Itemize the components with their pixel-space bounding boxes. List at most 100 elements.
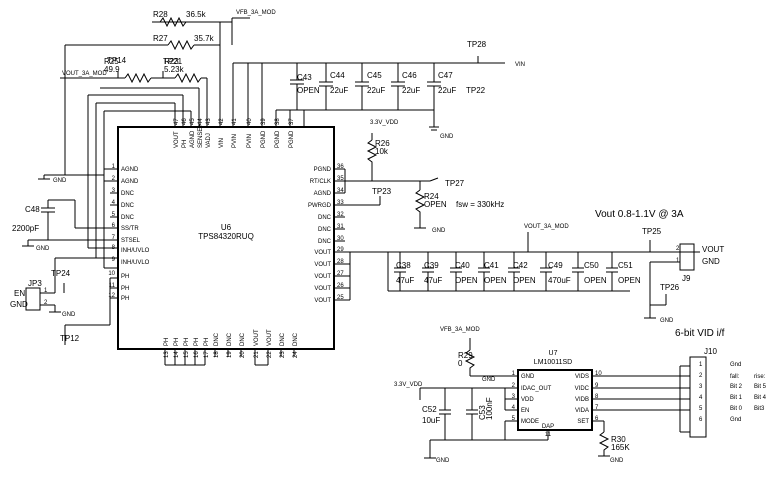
u6-pin-name: PH — [121, 274, 129, 280]
j10-row-right: Bit 5 — [754, 384, 767, 390]
j10-row-right: Bit3 — [754, 406, 765, 412]
resistor-ref: R26 — [375, 139, 390, 148]
capacitor-ref: C48 — [25, 205, 40, 214]
u6-pin-num: 46 — [182, 118, 188, 125]
capacitor-value: 47uF — [396, 276, 414, 285]
capacitor-value: 2200pF — [12, 224, 39, 233]
u6-pin-name: VADJ — [206, 133, 212, 148]
u7-pin-name: IDAC_OUT — [521, 386, 552, 392]
capacitor-ref: C52 — [422, 405, 437, 414]
capacitor-ref: C47 — [438, 71, 453, 80]
vout-title: Vout 0.8-1.1V @ 3A — [595, 209, 684, 220]
u6-pin-name: DNC — [227, 332, 233, 346]
u7-pin-name: SET — [577, 419, 589, 425]
u6-pin-num: 41 — [232, 118, 238, 125]
capacitor-value: 22uF — [438, 86, 456, 95]
j9-body — [679, 243, 695, 271]
j10-pin-num: 6 — [699, 417, 703, 423]
u6-pin-name: PH — [204, 338, 210, 346]
j9-pin-label: GND — [702, 257, 720, 266]
capacitor-ref: C49 — [548, 261, 563, 270]
u6-pin-name: VOUT — [314, 298, 331, 304]
u6-pin-num: 4 — [112, 200, 116, 206]
u7-pin-name: GND — [521, 374, 535, 380]
j10-row-right: Bit 4 — [754, 395, 767, 401]
gnd-label: GND — [482, 377, 496, 383]
capacitor-ref: C45 — [367, 71, 382, 80]
capacitor-value: OPEN — [455, 276, 478, 285]
u6-body — [117, 126, 335, 350]
capacitor-ref: C41 — [484, 261, 499, 270]
j10-pin-num: 3 — [699, 384, 703, 390]
capacitor-value: 100nF — [485, 397, 494, 420]
capacitor-value: OPEN — [618, 276, 641, 285]
u6-pin-num: 15 — [184, 351, 190, 358]
u6-pin-name: DNC — [318, 239, 332, 245]
j9-pin-num: 2 — [676, 246, 680, 252]
u6-pin-num: 32 — [337, 212, 344, 218]
u6-pin-name: STSEL — [121, 238, 141, 244]
u7-part: LM10011SD — [534, 359, 572, 366]
u6-pin-num: 39 — [261, 118, 267, 125]
u6-pin-num: 12 — [108, 293, 115, 299]
resistor-value: 5.23k — [164, 65, 185, 74]
u6-pin-num: 43 — [206, 118, 212, 125]
u6-pin-num: 27 — [337, 271, 344, 277]
u6-pin-num: 6 — [112, 223, 116, 229]
jp3-pin-num: 2 — [44, 300, 48, 306]
j10-pin-num: 1 — [699, 362, 703, 368]
capacitor-ref: C42 — [513, 261, 528, 270]
capacitor-ref: C51 — [618, 261, 633, 270]
u6-pin-num: 44 — [198, 118, 204, 125]
j10-row-left: Bit 1 — [730, 395, 743, 401]
u6-pin-name: PH — [174, 338, 180, 346]
testpoint-ref: TP23 — [372, 187, 392, 196]
u6-pin-num: 45 — [190, 118, 196, 125]
resistor-ref: R30 — [611, 435, 626, 444]
u6-pin-name: PGND — [261, 130, 267, 148]
capacitor-ref: C50 — [584, 261, 599, 270]
jp3-pin-label: GND — [10, 300, 28, 309]
u7-body — [517, 369, 593, 431]
capacitor-value: 22uF — [402, 86, 420, 95]
gnd-label: GND — [610, 458, 624, 464]
testpoint-ref: TP21 — [163, 57, 183, 66]
j10-pin-num: 4 — [699, 395, 703, 401]
u6-pin-num: 30 — [337, 236, 344, 242]
u7-pin-name: VIDA — [575, 408, 589, 414]
u6-pin-num: 7 — [112, 235, 116, 241]
u6-pin-name: VIN — [219, 138, 225, 148]
u6-pin-name: PH — [164, 338, 170, 346]
capacitor-ref: C53 — [478, 405, 487, 420]
j9-ref: J9 — [682, 274, 691, 283]
j10-body — [689, 356, 707, 438]
capacitor-value: 10uF — [422, 416, 440, 425]
u6-pin-name: DNC — [214, 332, 220, 346]
j10-row-left: Gnd — [730, 417, 741, 423]
u6-pin-num: 28 — [337, 259, 344, 265]
u6-pin-num: 38 — [275, 118, 281, 125]
net-label: 3.3V_VDD — [394, 382, 423, 388]
capacitor-value: OPEN — [297, 86, 320, 95]
j10-row-left: Gnd — [730, 362, 741, 368]
u7-pin-num: 5 — [512, 416, 516, 422]
u6-pin-name: DNC — [280, 332, 286, 346]
u6-pin-num: 11 — [109, 283, 116, 289]
resistor-ref: R29 — [458, 351, 473, 360]
u6-part: TPS84320RUQ — [198, 232, 254, 241]
u6-pin-name: DNC — [293, 332, 299, 346]
u6-pin-name: SS/TR — [121, 226, 139, 232]
u6-pin-num: 23 — [280, 351, 286, 358]
u6-pin-num: 18 — [214, 351, 220, 358]
u6-pin-num: 2 — [112, 176, 116, 182]
fsw-note: fsw = 330kHz — [456, 200, 504, 209]
u6-pin-name: VOUT — [267, 329, 273, 346]
u6-pin-name: VOUT — [174, 131, 180, 148]
u6-pin-num: 25 — [337, 295, 344, 301]
u6-pin-name: RT/CLK — [310, 179, 331, 185]
resistor-value: 165K — [611, 443, 630, 452]
j10-fall-label: fall: — [730, 374, 740, 380]
u7-pin-name: DAP — [542, 424, 554, 430]
u6-pin-num: 36 — [337, 164, 344, 170]
